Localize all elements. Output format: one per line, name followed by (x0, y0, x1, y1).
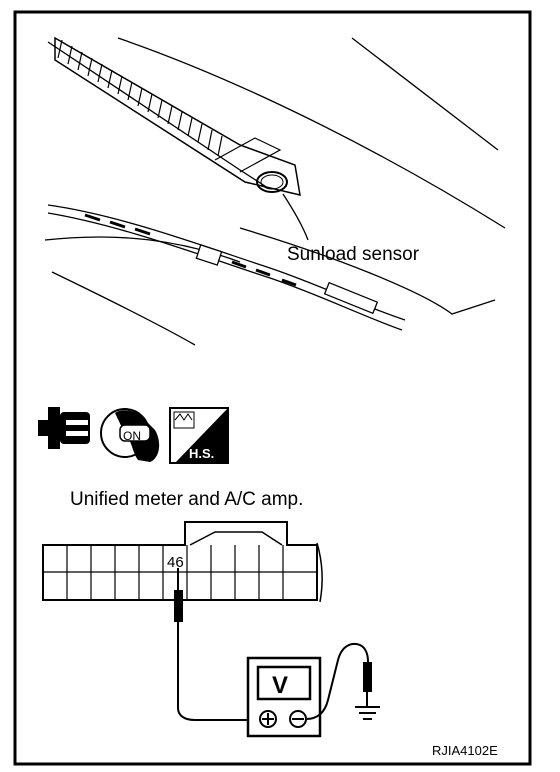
ground-icon (355, 706, 380, 720)
harness-sign-icon: H.S. (169, 407, 229, 464)
hs-label: H.S. (189, 446, 214, 461)
ignition-key-icon: ON (100, 408, 160, 462)
dashboard-illustration (44, 36, 506, 346)
amp-connector (42, 521, 323, 603)
sunload-sensor-icon (256, 171, 288, 193)
positive-probe (174, 568, 262, 721)
negative-terminal-icon (289, 710, 307, 728)
negative-probe (305, 642, 372, 720)
terminal-46-label: 46 (167, 554, 184, 571)
figure-code: RJIA4102E (432, 743, 498, 758)
frame-border (13, 10, 532, 766)
sensor-harness (44, 204, 406, 331)
meter-v-label: V (272, 672, 288, 699)
sunload-sensor-label: Sunload sensor (287, 244, 420, 265)
unit-label: Unified meter and A/C amp. (70, 489, 303, 510)
defroster-grille-slats (57, 39, 223, 157)
positive-terminal-icon (259, 710, 277, 728)
connector-icon (38, 407, 90, 449)
key-on-label: ON (123, 429, 141, 443)
sensor-leader-line (282, 193, 309, 241)
voltmeter: V (246, 656, 322, 738)
